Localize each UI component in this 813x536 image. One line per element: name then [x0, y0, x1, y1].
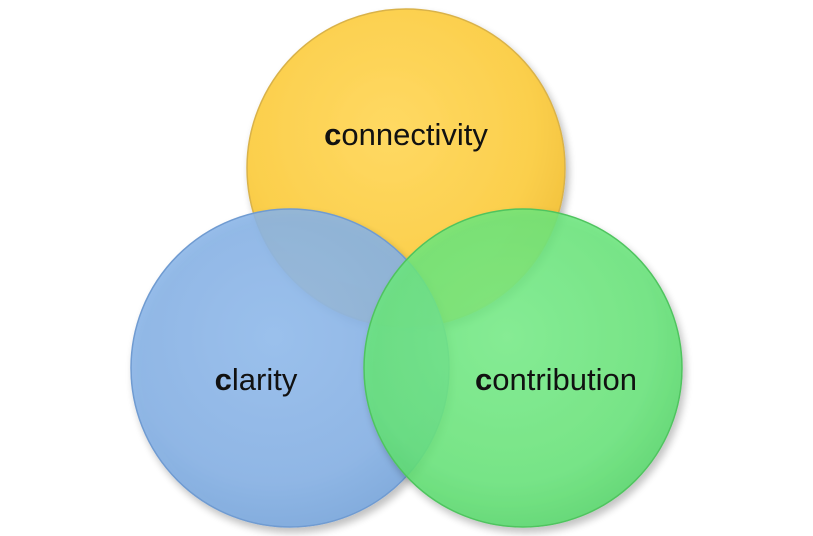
label-clarity-initial: c — [215, 362, 232, 397]
label-clarity: clarity — [215, 362, 298, 397]
label-connectivity-initial: c — [324, 117, 341, 152]
label-contribution-rest: ontribution — [492, 362, 637, 397]
label-connectivity-rest: onnectivity — [341, 117, 488, 152]
label-contribution: contribution — [475, 362, 637, 397]
circle-contribution — [363, 208, 683, 528]
label-contribution-initial: c — [475, 362, 492, 397]
label-connectivity: connectivity — [324, 117, 488, 152]
label-clarity-rest: larity — [232, 362, 298, 397]
